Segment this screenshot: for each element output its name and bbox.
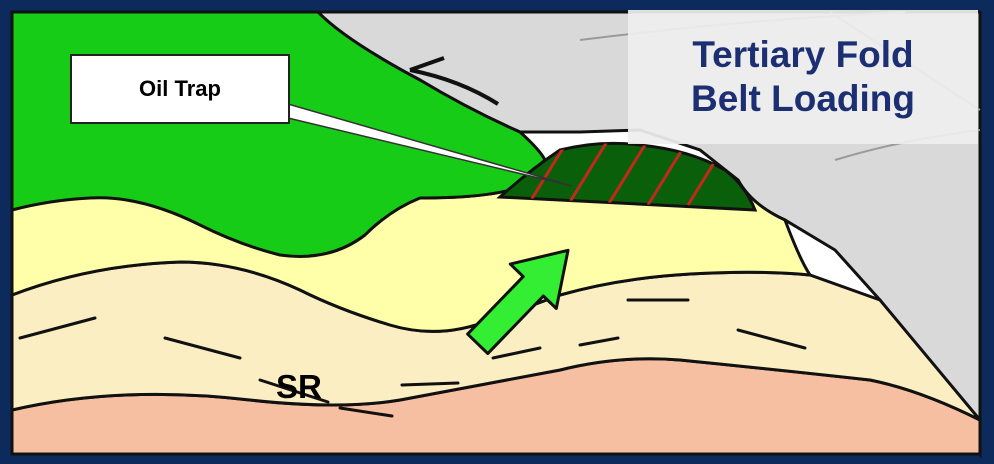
oil-trap-callout: Oil Trap: [70, 54, 290, 124]
title-line-2: Belt Loading: [691, 77, 915, 121]
oil-trap-label: Oil Trap: [139, 76, 221, 102]
title-line-1: Tertiary Fold: [692, 33, 913, 77]
title-box: Tertiary Fold Belt Loading: [628, 10, 978, 144]
source-rock-label: SR: [276, 368, 322, 406]
